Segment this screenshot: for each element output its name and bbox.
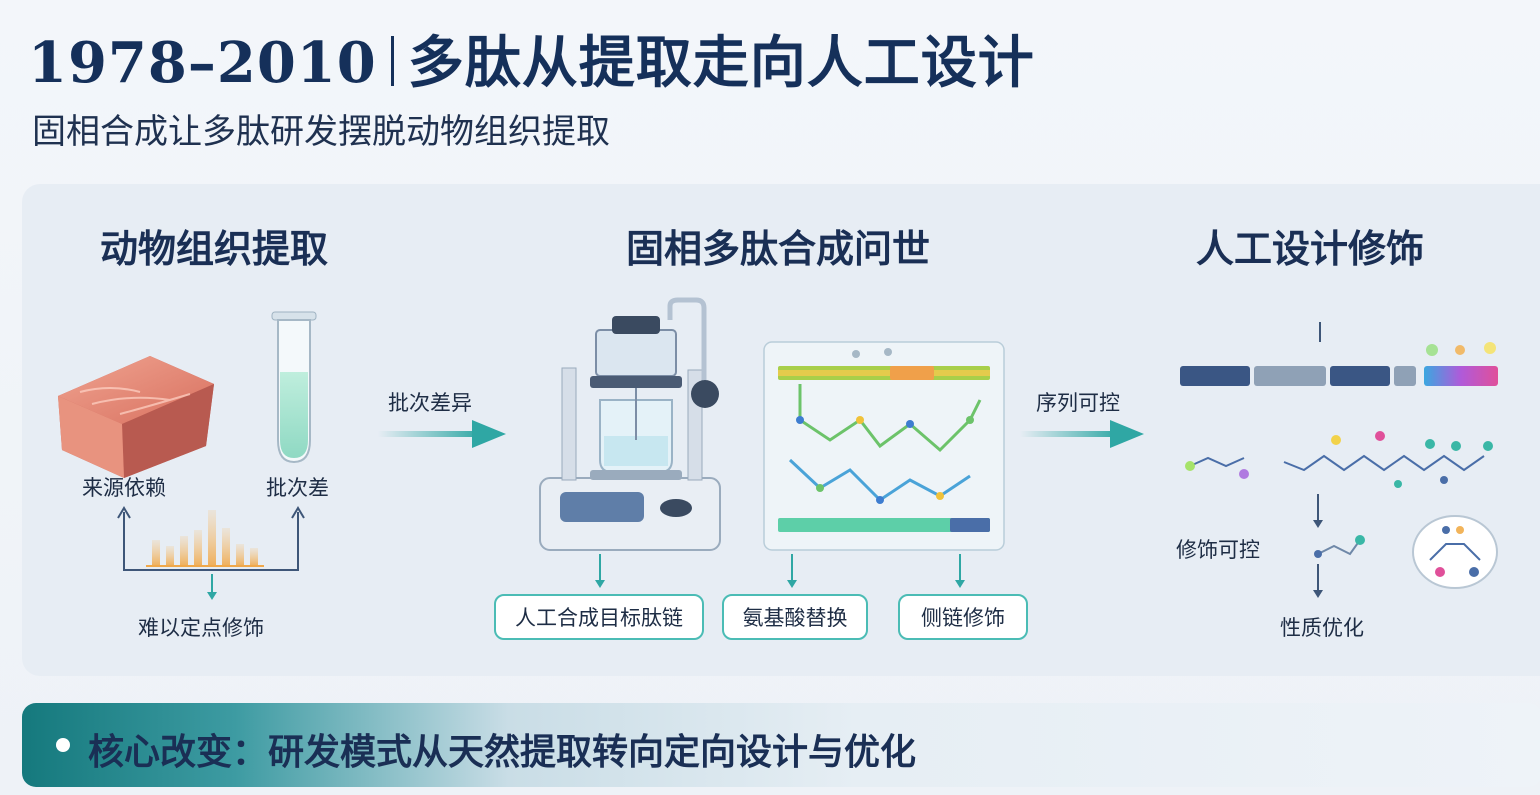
side-chain-molecules [1185,431,1493,488]
core-change-text: 核心改变：研发模式从天然提取转向定向设计与优化 [88,732,917,773]
box-amino-acid-substitution: 氨基酸替换 [722,594,868,640]
label-property-optimization: 性质优化 [1280,616,1364,640]
section-title-extraction: 动物组织提取 [100,227,329,271]
title-years: 1978–2010 [28,30,377,96]
arrow-batch-difference [378,420,506,448]
small-molecule-icon [1314,535,1365,558]
box-synthesize-target-chain: 人工合成目标肽链 [494,594,704,640]
title-text: 多肽从提取走向人工设计 [407,30,1035,96]
box-side-chain-modification: 侧链修饰 [898,594,1028,640]
bullet-dot-icon [56,738,70,752]
title-divider [390,36,394,86]
peptide-synthesizer-icon [539,297,721,551]
page-subtitle: 固相合成让多肽研发摆脱动物组织提取 [32,112,610,152]
core-change-banner [22,703,1540,787]
page-title: 1978–2010 多肽从提取走向人工设计 [28,18,1035,99]
label-source-dependence: 来源依赖 [82,476,166,500]
cyclic-peptide-icon [1412,515,1498,589]
arrow-label-batch-difference: 批次差异 [388,391,472,415]
batch-variation-bars [146,510,264,567]
label-modification-controllable: 修饰可控 [1176,538,1260,562]
section-title-design: 人工设计修饰 [1196,227,1425,271]
arrow-sequence-control [1020,420,1144,448]
peptide-chain-schematic [763,341,1005,551]
meat-tissue-icon [58,356,214,478]
arrow-label-sequence-control: 序列可控 [1036,391,1120,415]
test-tube-icon [271,311,317,464]
section-title-spps: 固相多肽合成问世 [626,227,931,271]
label-batch-poor: 批次差 [266,476,329,500]
label-hard-to-modify: 难以定点修饰 [138,616,264,640]
designed-peptide-chain [1180,322,1498,386]
